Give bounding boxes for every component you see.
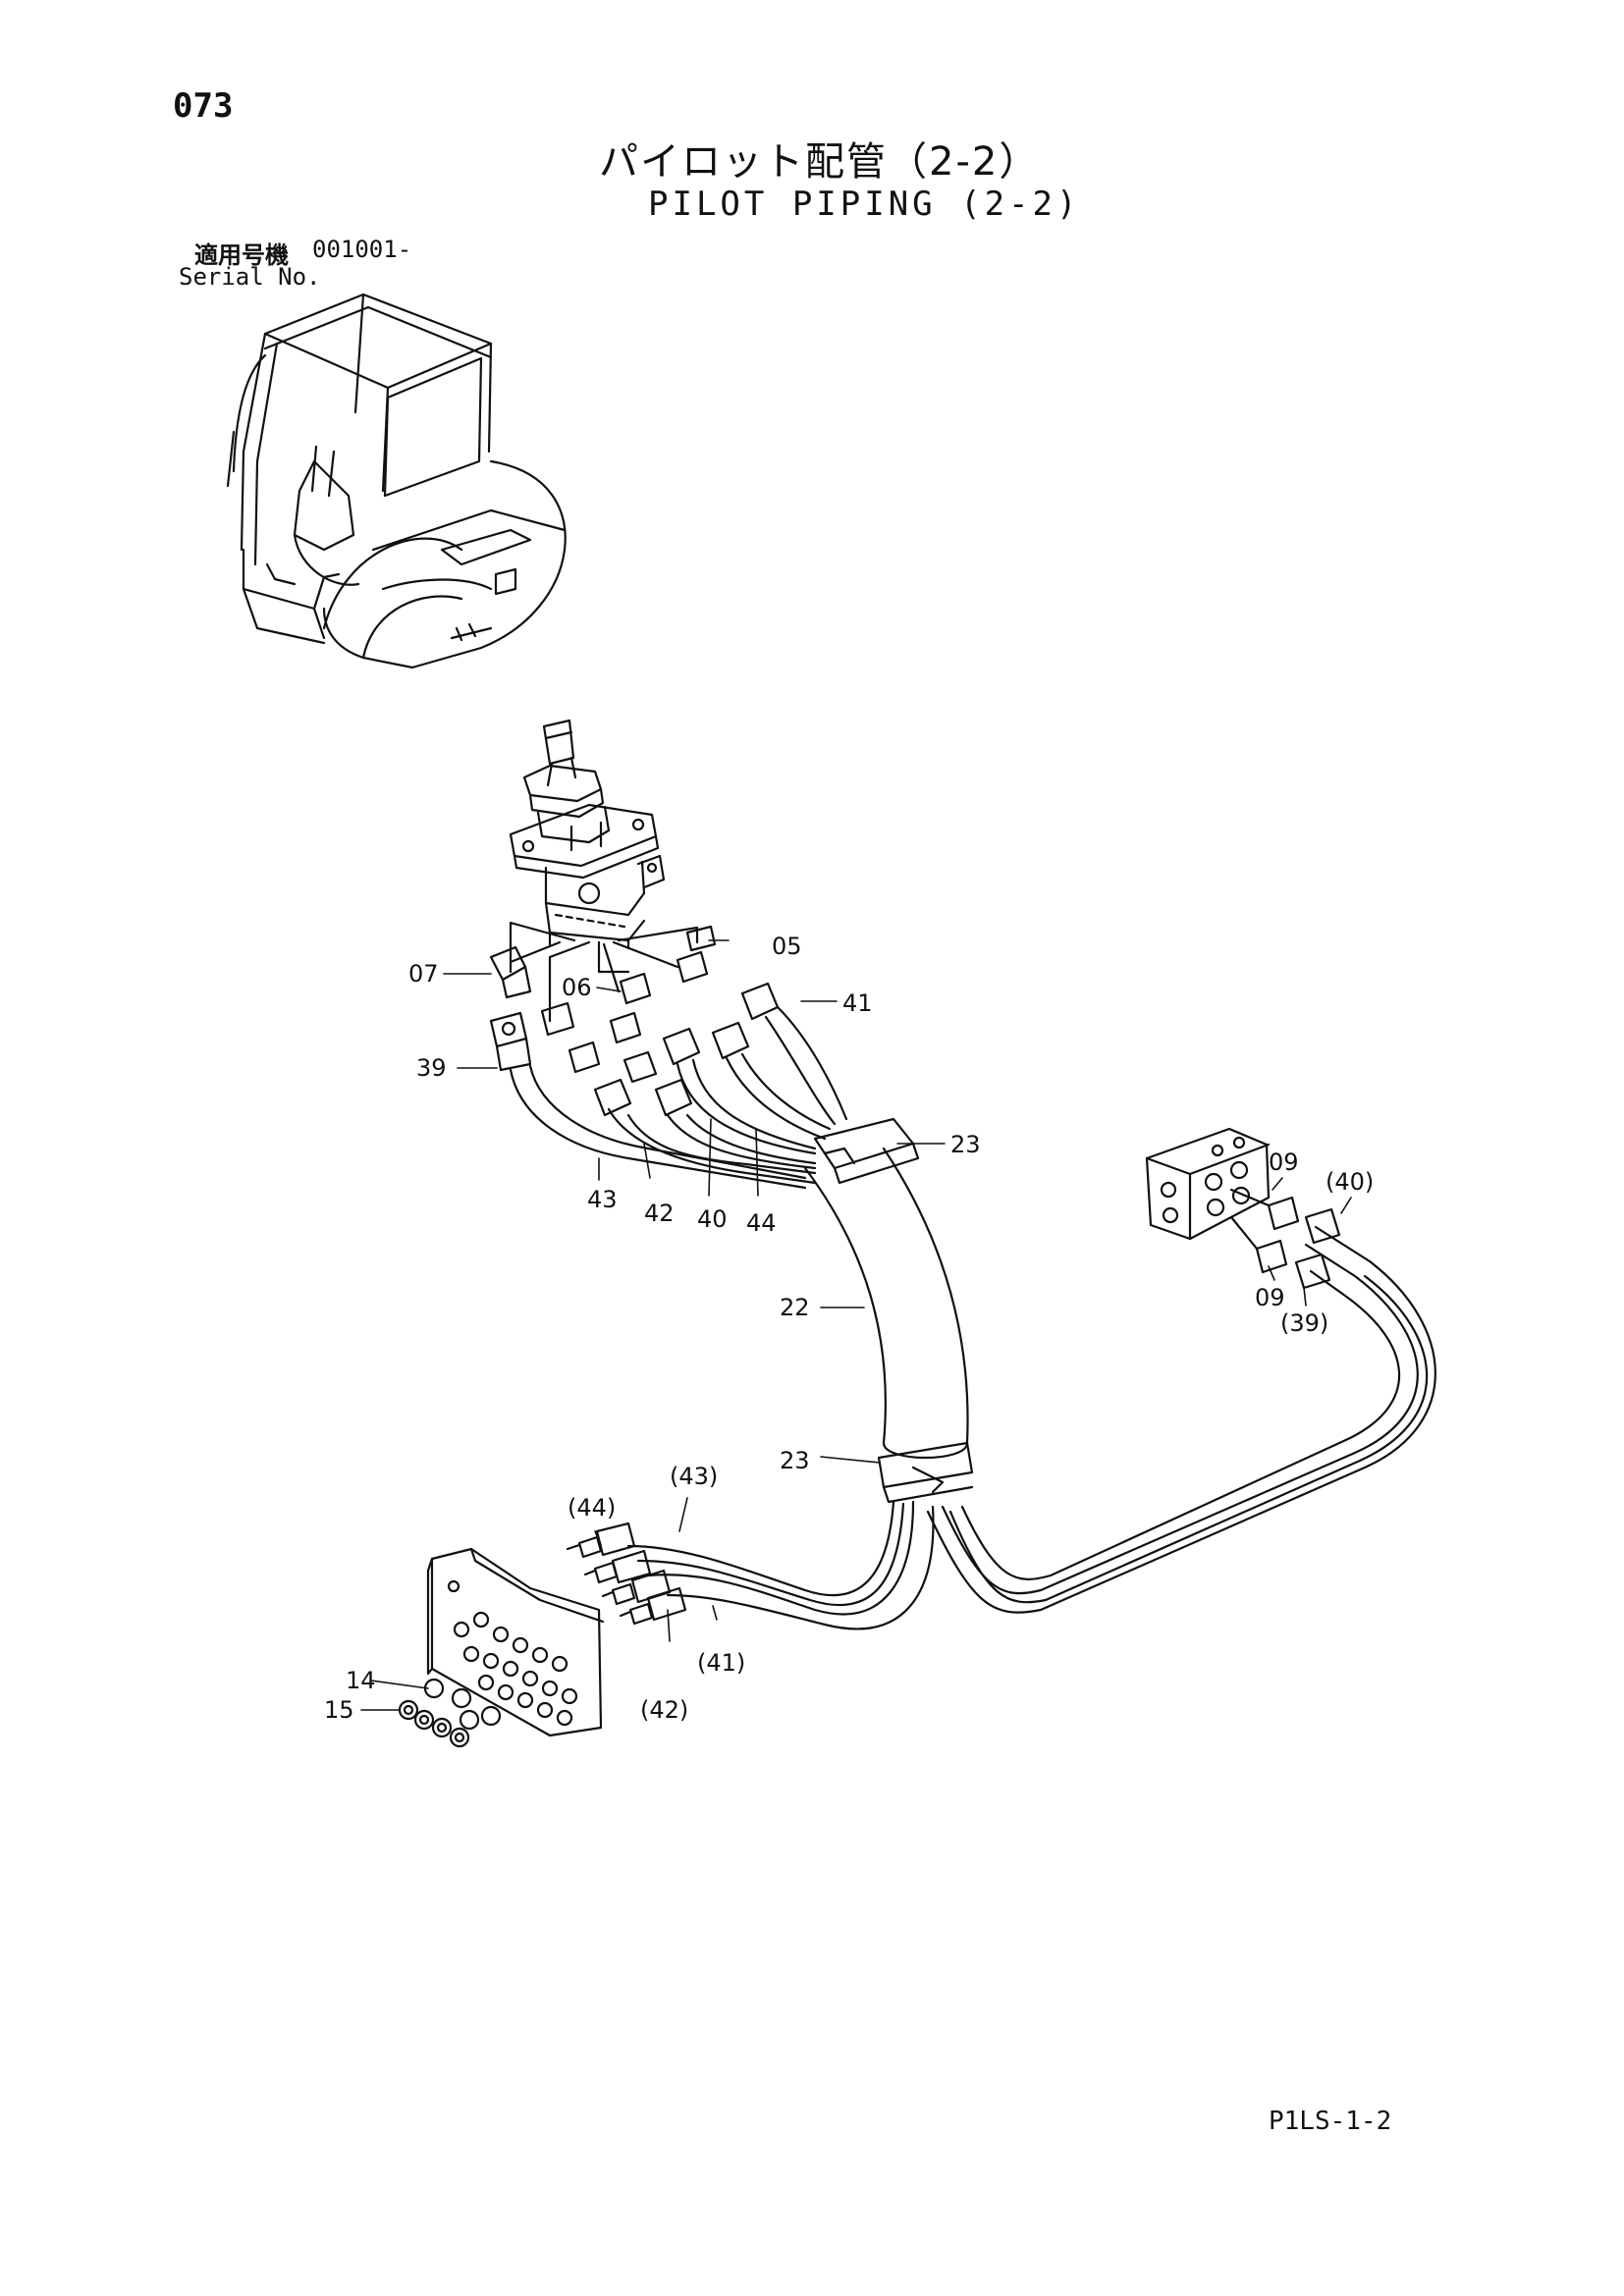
- callout-39-paren: (39): [1280, 1309, 1328, 1337]
- callout-labels: 05 06 07 39 41 43 42 40 44 23 22 23 09 (…: [324, 933, 1374, 1724]
- pilot-valve: [509, 719, 666, 950]
- callout-41: 41: [842, 989, 873, 1017]
- callout-07: 07: [408, 960, 439, 988]
- callout-22: 22: [780, 1294, 810, 1321]
- callout-40-paren: (40): [1326, 1168, 1374, 1196]
- callout-23-lower: 23: [780, 1447, 810, 1474]
- callout-14: 14: [346, 1667, 376, 1694]
- callout-05: 05: [772, 933, 802, 960]
- hose-bundle-upper: [509, 1005, 848, 1190]
- callout-23-upper: 23: [950, 1131, 981, 1158]
- drawing-code: P1LS-1-2: [1269, 2107, 1392, 2136]
- serial-label-english: Serial No.: [179, 263, 321, 291]
- callout-43: 43: [587, 1186, 618, 1213]
- excavator-cab-key-view: [226, 293, 567, 669]
- callout-06: 06: [562, 974, 592, 1001]
- callout-42: 42: [644, 1200, 675, 1227]
- leader-lines: [360, 939, 1352, 1711]
- fittings: [489, 925, 780, 1117]
- callout-39: 39: [416, 1054, 447, 1082]
- callout-41-paren: (41): [697, 1649, 745, 1677]
- callout-09-lower: 09: [1255, 1284, 1285, 1311]
- hoses-to-terminal-plate: [566, 1500, 935, 1630]
- serial-number: 001001-: [312, 236, 412, 263]
- title-japanese: パイロット配管（2-2）: [599, 139, 1041, 185]
- protector-tube: [803, 1117, 974, 1504]
- port-branch-lines: [509, 921, 699, 1023]
- callout-15: 15: [324, 1696, 354, 1724]
- callout-44-paren: (44): [568, 1494, 616, 1522]
- hoses-to-control-block: [926, 1225, 1436, 1614]
- callout-44: 44: [746, 1209, 777, 1237]
- callout-43-paren: (43): [670, 1463, 718, 1490]
- callout-42-paren: (42): [640, 1696, 688, 1724]
- callout-40: 40: [697, 1205, 728, 1233]
- title-english: PILOT PIPING (2-2): [648, 185, 1081, 224]
- terminal-plate: [398, 1547, 605, 1748]
- callout-09-upper: 09: [1269, 1148, 1299, 1176]
- page-number: 073: [173, 86, 234, 126]
- serial-label-japanese: 適用号機: [194, 241, 289, 269]
- control-block: [1145, 1127, 1341, 1290]
